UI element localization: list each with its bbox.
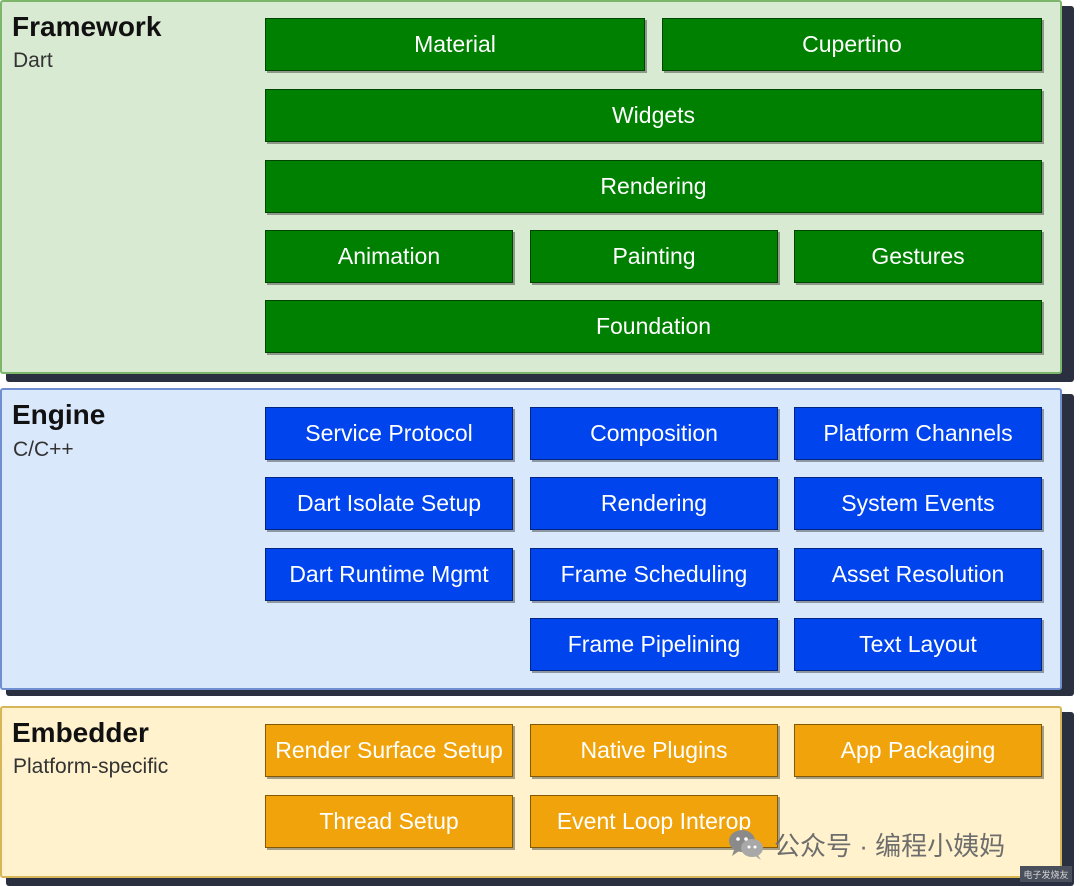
engine-subtitle: C/C++ [13,438,74,461]
engine-title: Engine [12,399,106,430]
embedder-title: Embedder [12,717,149,748]
dart-runtime-mgmt-block: Dart Runtime Mgmt [265,548,513,601]
material-block: Material [265,18,645,71]
event-loop-interop-block: Event Loop Interop [530,795,778,848]
painting-block: Painting [530,230,778,283]
dart-isolate-setup-block: Dart Isolate Setup [265,477,513,530]
framework-title: Framework [12,11,162,42]
render-surface-setup-block: Render Surface Setup [265,724,513,777]
foundation-block: Foundation [265,300,1042,353]
composition-block: Composition [530,407,778,460]
corner-logo: 电子发烧友 [1020,866,1072,882]
framework-subtitle: Dart [13,49,53,72]
native-plugins-block: Native Plugins [530,724,778,777]
thread-setup-block: Thread Setup [265,795,513,848]
asset-resolution-block: Asset Resolution [794,548,1042,601]
cupertino-block: Cupertino [662,18,1042,71]
gestures-block: Gestures [794,230,1042,283]
widgets-block: Widgets [265,89,1042,142]
watermark-text: 公众号 · 编程小姨妈 [774,830,1006,861]
watermark: 公众号 · 编程小姨妈 [726,824,1005,864]
service-protocol-block: Service Protocol [265,407,513,460]
frame-pipelining-block: Frame Pipelining [530,618,778,671]
platform-channels-block: Platform Channels [794,407,1042,460]
system-events-block: System Events [794,477,1042,530]
wechat-icon [729,830,763,860]
app-packaging-block: App Packaging [794,724,1042,777]
engine-rendering-block: Rendering [530,477,778,530]
text-layout-block: Text Layout [794,618,1042,671]
embedder-subtitle: Platform-specific [13,755,169,778]
animation-block: Animation [265,230,513,283]
framework-rendering-block: Rendering [265,160,1042,213]
frame-scheduling-block: Frame Scheduling [530,548,778,601]
